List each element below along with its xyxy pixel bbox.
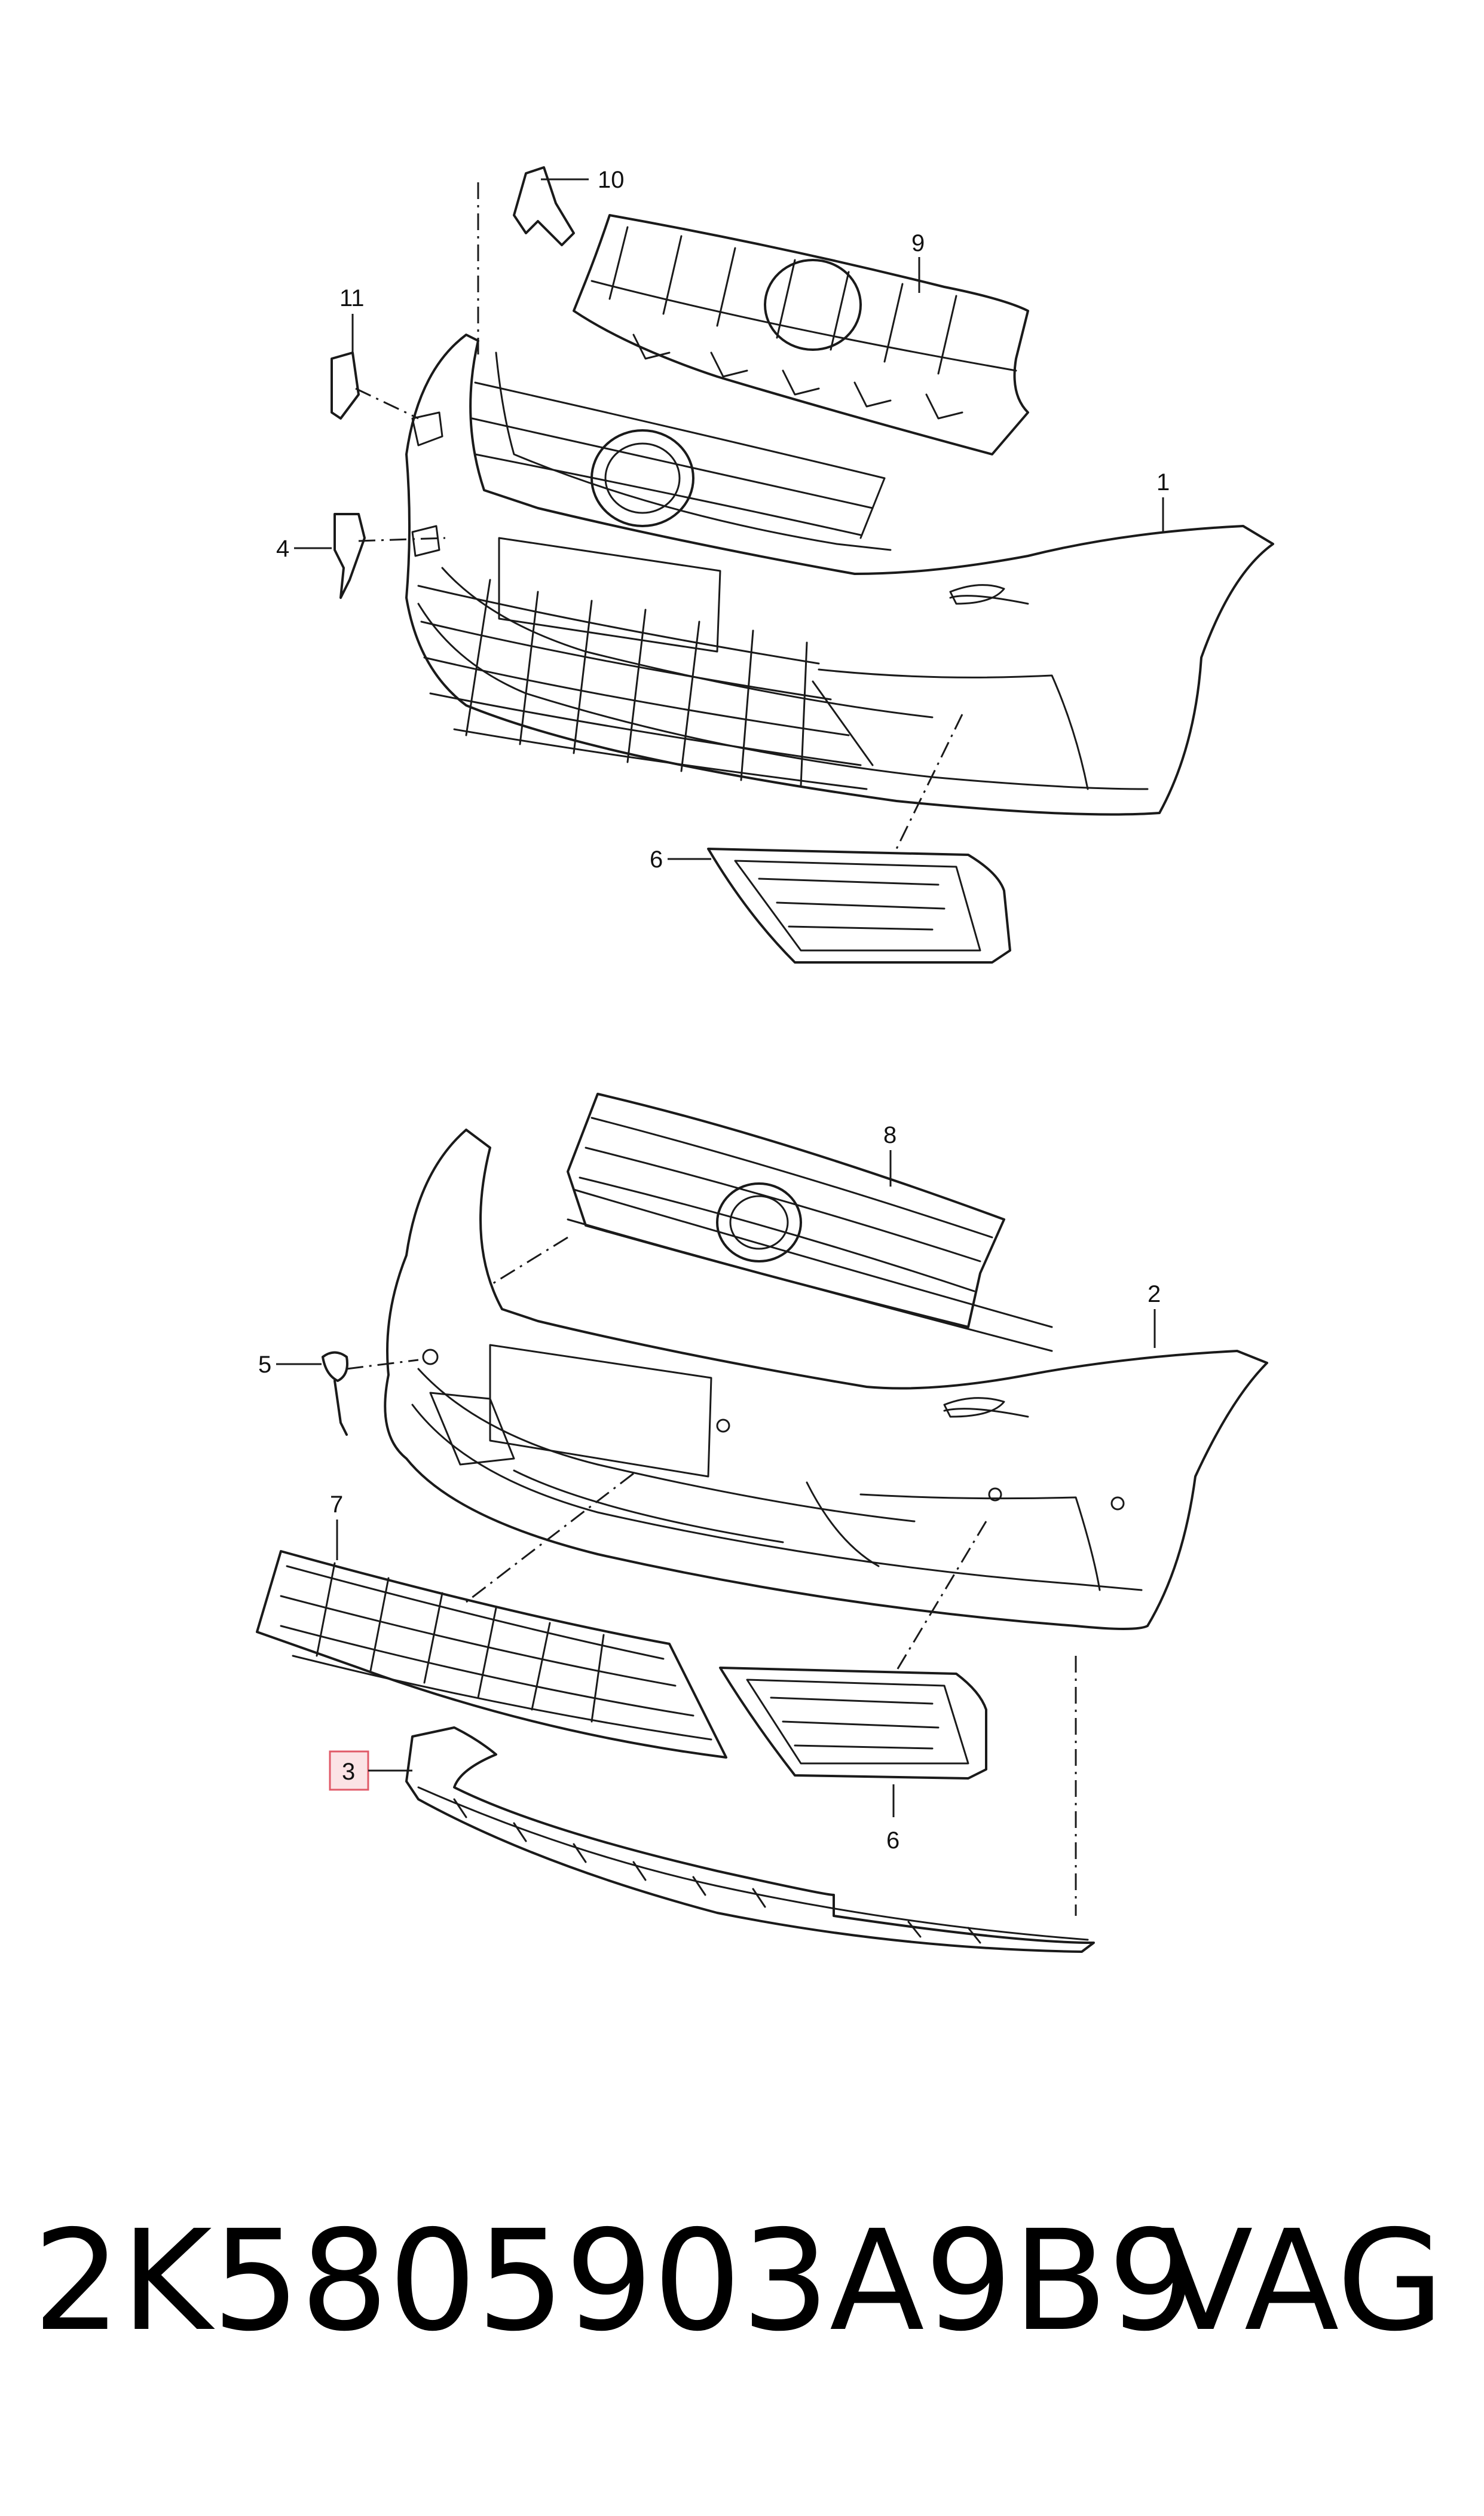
tow-eye-cap-4 (333, 513, 366, 599)
part-number: 2K5805903A9B9 (33, 2200, 1197, 2362)
callout-6-upper: 6 (650, 846, 711, 873)
caption: 2K5805903A9B9 VAG (0, 2212, 1484, 2367)
callout-6-upper-label: 6 (650, 846, 663, 873)
leader-dash-11 (355, 387, 419, 420)
upper-grille-slats (471, 381, 886, 539)
callout-3-label: 3 (342, 1759, 355, 1785)
bumper-cover-2 (384, 1129, 1268, 1630)
callout-4-label: 4 (276, 536, 289, 562)
leader-dash-6-lower (895, 1521, 987, 1671)
callout-1-label: 1 (1156, 469, 1170, 496)
callout-8: 8 (883, 1122, 896, 1187)
callout-10-label: 10 (598, 167, 625, 193)
callout-2-label: 2 (1148, 1281, 1161, 1307)
lower-bumper-assembly (256, 1093, 1268, 1953)
callout-9: 9 (911, 230, 925, 293)
callout-11-label: 11 (339, 285, 365, 311)
upper-bumper-assembly (331, 166, 1274, 964)
callout-6-lower-label: 6 (886, 1827, 899, 1854)
callout-7-label: 7 (330, 1491, 343, 1518)
radiator-grille-8 (567, 1093, 1053, 1352)
spoiler-3 (405, 1726, 1095, 1953)
leader-dash-5 (346, 1359, 419, 1370)
callout-5: 5 (258, 1352, 322, 1378)
callout-3: 3 (329, 1750, 412, 1791)
leader-dash-8-2 (489, 1236, 568, 1286)
callout-1: 1 (1156, 469, 1170, 532)
brand-label: VAG (1158, 2200, 1445, 2362)
callout-4: 4 (276, 536, 332, 562)
bracket-11 (331, 351, 360, 420)
callout-8-label: 8 (883, 1122, 896, 1148)
callout-11: 11 (339, 285, 365, 356)
lower-grille-slats-upper (417, 579, 868, 790)
leader-dash-4 (358, 537, 446, 542)
fog-lamp-grille-6-lower (719, 1667, 987, 1780)
callout-7: 7 (330, 1491, 343, 1560)
callout-9-label: 9 (911, 230, 925, 256)
emblem-ring-upper (590, 429, 694, 527)
lower-grille-7 (256, 1550, 727, 1759)
callouts: 10 9 11 1 4 6 8 2 5 (258, 167, 1170, 1854)
bumper-cover-1 (405, 334, 1274, 816)
callout-5-label: 5 (258, 1352, 271, 1378)
grille-carrier-9 (573, 214, 1029, 455)
leader-dash-7 (466, 1472, 634, 1603)
tow-eye-cap-5 (322, 1351, 348, 1436)
fog-lamp-grille-6-upper (707, 848, 1011, 964)
leader-dash-6-upper (895, 714, 963, 849)
callout-6-lower: 6 (886, 1784, 899, 1854)
callout-10: 10 (541, 167, 625, 193)
callout-2: 2 (1148, 1281, 1161, 1348)
